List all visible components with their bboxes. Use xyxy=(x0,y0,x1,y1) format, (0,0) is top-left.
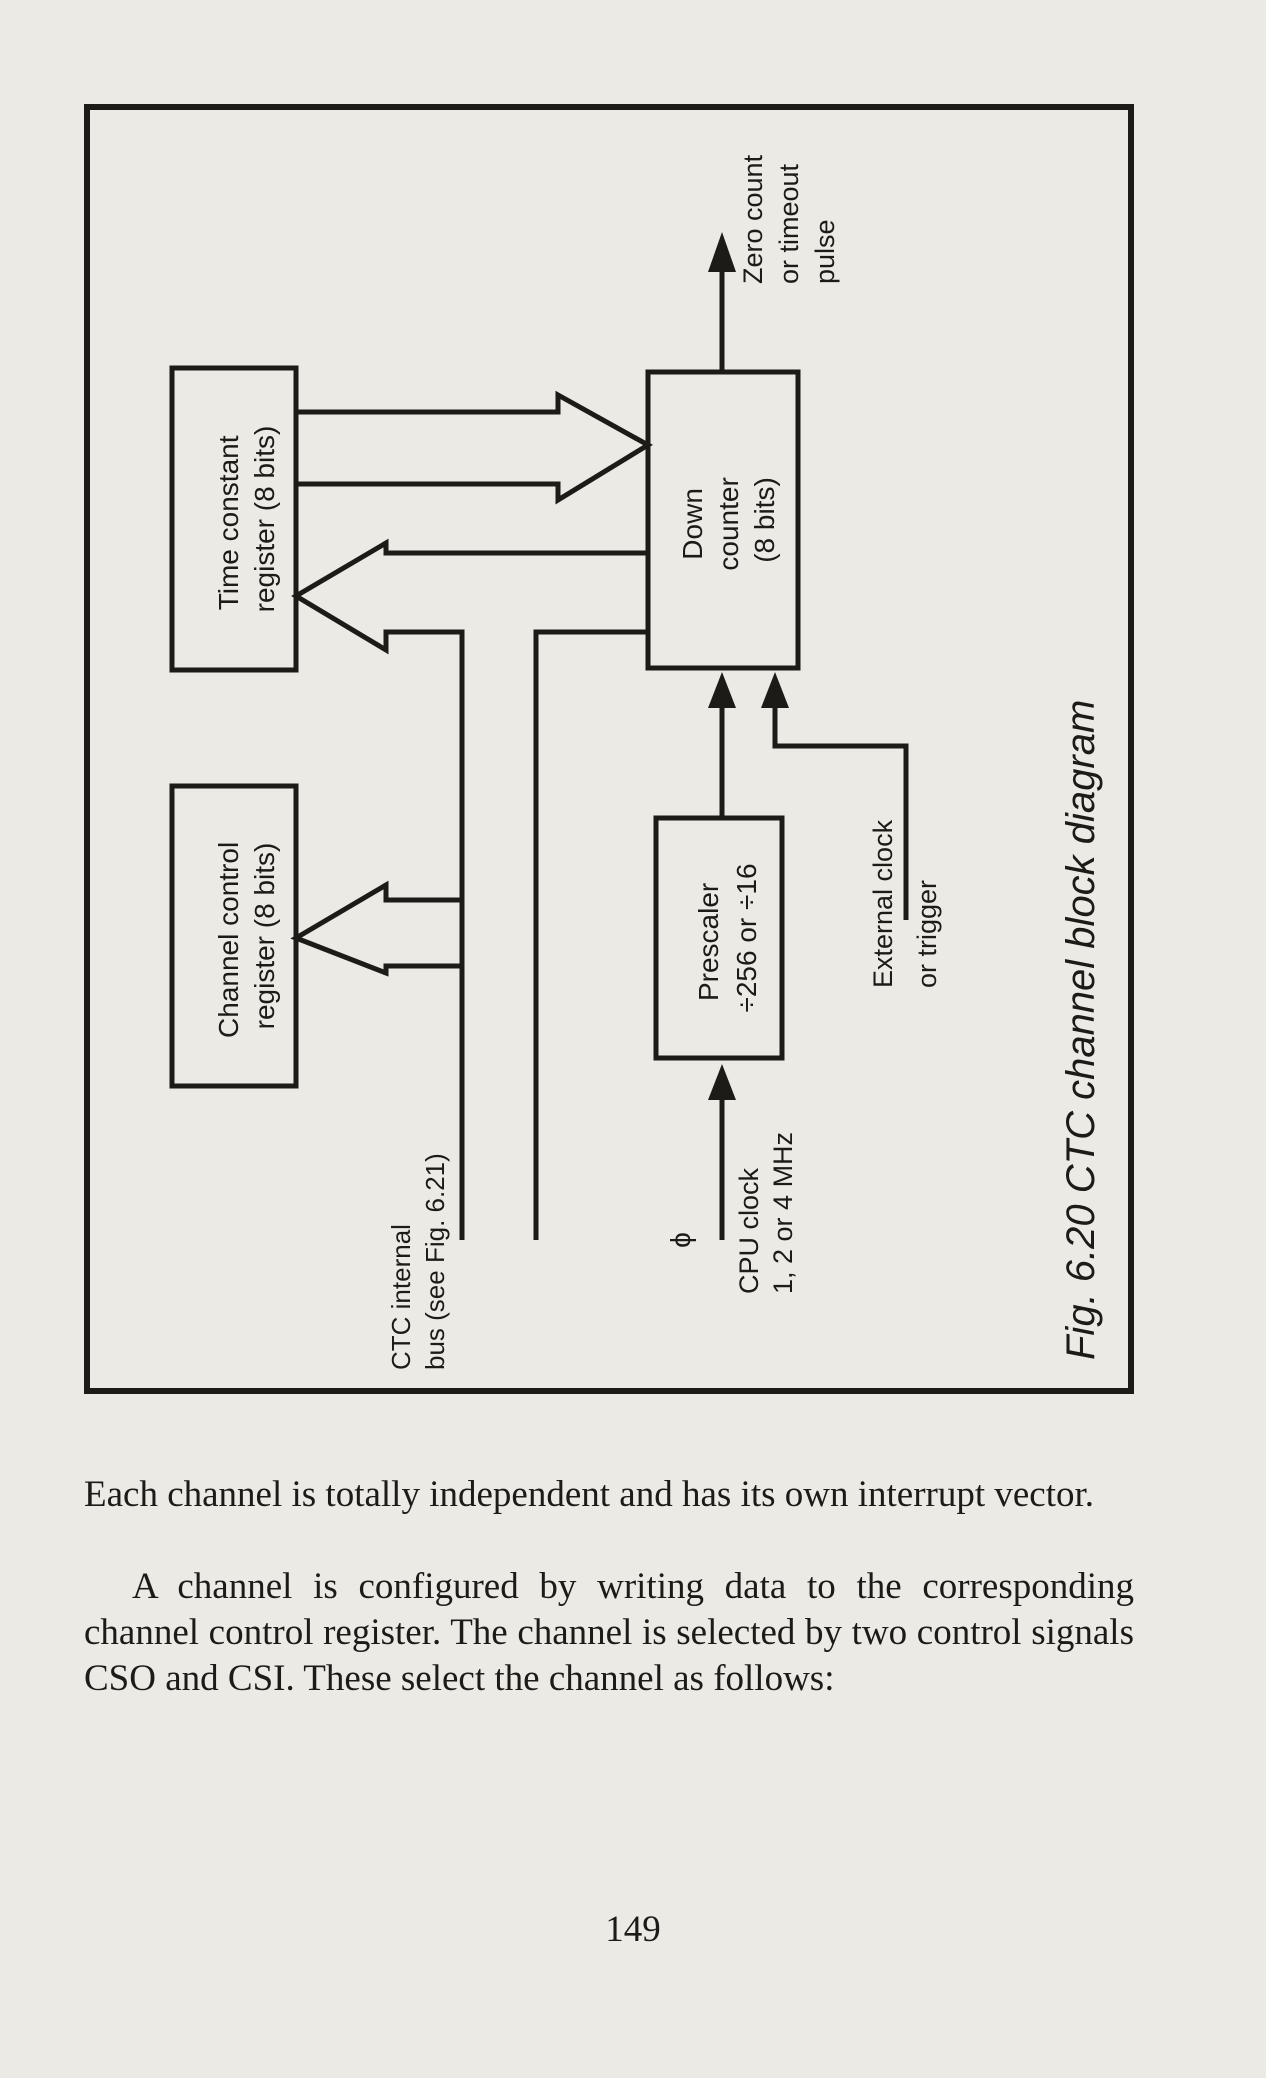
external-clock-line xyxy=(772,700,909,920)
prescaler-block xyxy=(653,815,785,1061)
paragraph-1: Each channel is totally independent and … xyxy=(84,1474,1095,1515)
figure-caption: Fig. 6.20 CTC channel block diagram xyxy=(1059,700,1103,1360)
internal-bus-label: CTC internal bus (see Fig. 6.21) xyxy=(386,1153,450,1370)
time-constant-bus-arrow xyxy=(291,538,648,1240)
page-number: 149 xyxy=(605,1909,661,1950)
figure-frame xyxy=(84,104,1134,1394)
prescaler-label: Prescaler ÷256 or ÷16 xyxy=(693,863,762,1012)
paragraph-2: A channel is configured by writing data … xyxy=(84,1566,1134,1699)
zero-count-label: Zero count or timeout pulse xyxy=(738,147,840,284)
cpu-clock-label: CPU clock 1, 2 or 4 MHz xyxy=(734,1132,798,1294)
time-constant-register-block xyxy=(169,365,299,673)
prescaler-arrowhead xyxy=(708,672,736,708)
time-constant-label: Time constant register (8 bits) xyxy=(213,426,280,613)
external-clock-label: External clock or trigger xyxy=(868,812,942,988)
load-bus-arrow xyxy=(296,390,653,505)
down-counter-label: Down counter (8 bits) xyxy=(677,469,780,570)
channel-control-label: Channel control register (8 bits) xyxy=(213,834,280,1038)
zero-count-arrowhead xyxy=(708,232,736,272)
external-clock-arrowhead xyxy=(761,672,789,708)
cpu-clock-symbol: ϕ xyxy=(665,1232,696,1248)
bus-line-from-down-counter xyxy=(533,629,648,1240)
cpu-clock-arrowhead xyxy=(708,1064,736,1100)
ctc-block-diagram: Time constant register (8 bits) Channel … xyxy=(169,147,1103,1370)
channel-control-bus-arrow xyxy=(290,880,465,1240)
